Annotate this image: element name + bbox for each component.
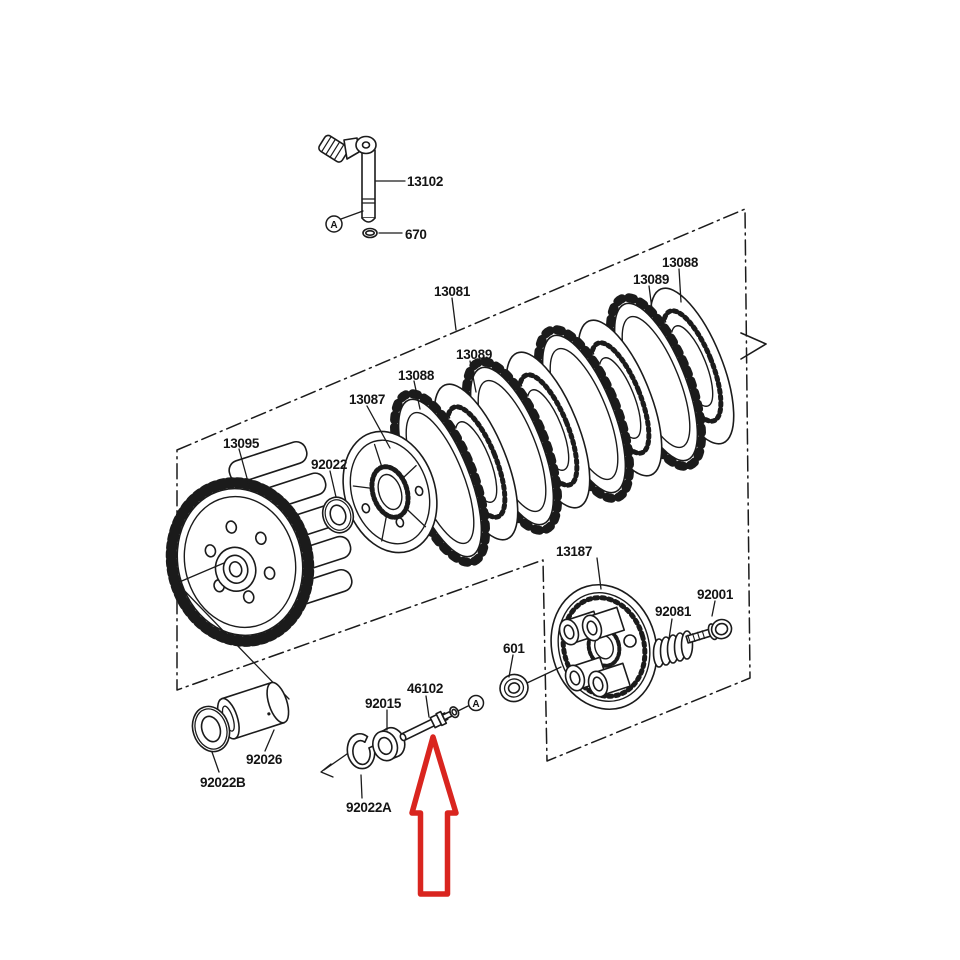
clutch-basket [165, 440, 353, 647]
marker-a-bottom-letter: A [472, 699, 479, 710]
washer-92022b [191, 705, 231, 753]
part-label-46102: 46102 [407, 681, 443, 696]
thrust-washer-92022 [321, 496, 355, 534]
nut-92015 [372, 726, 406, 762]
o-ring-670 [362, 227, 378, 239]
part-label-13187: 13187 [556, 544, 592, 559]
pusher-rod-46102 [399, 706, 460, 742]
clutch-hub [342, 430, 438, 554]
part-label-13088-left: 13088 [398, 368, 435, 383]
part-label-92001: 92001 [697, 587, 734, 602]
fit-pointer-line [176, 562, 290, 700]
part-label-92026: 92026 [246, 752, 283, 767]
part-label-13087: 13087 [349, 392, 385, 407]
bushing-92026 [216, 681, 290, 740]
circlip-92022a [346, 732, 376, 770]
part-label-13088-right: 13088 [662, 255, 699, 270]
part-label-670: 670 [405, 227, 427, 242]
part-label-92022: 92022 [311, 457, 347, 472]
pressure-plate-assembly [526, 583, 658, 711]
leader-lines [211, 180, 716, 799]
clutch-release-lever [318, 134, 377, 223]
part-label-13089-left: 13089 [456, 347, 492, 362]
part-label-13089-right: 13089 [633, 272, 669, 287]
part-label-13081: 13081 [434, 284, 471, 299]
part-label-92081: 92081 [655, 604, 692, 619]
part-label-92022a: 92022A [346, 800, 392, 815]
release-bearing-601 [499, 673, 529, 703]
part-label-13102: 13102 [407, 174, 443, 189]
part-label-601: 601 [503, 641, 525, 656]
spring-post [558, 606, 632, 698]
part-label-92022b: 92022B [200, 775, 246, 790]
assembly-boundary [176, 208, 767, 762]
marker-a-bottom [467, 694, 485, 712]
part-labels: 13102 670 13081 13088 13089 13087 13089 … [200, 174, 734, 815]
view-direction-arrow-icon [740, 332, 767, 360]
part-label-13095: 13095 [223, 436, 260, 451]
highlight-arrow [409, 734, 459, 897]
marker-a-top-letter: A [330, 220, 337, 231]
part-label-92015: 92015 [365, 696, 402, 711]
marker-a-top [325, 210, 364, 233]
bolt-92001 [685, 618, 733, 644]
